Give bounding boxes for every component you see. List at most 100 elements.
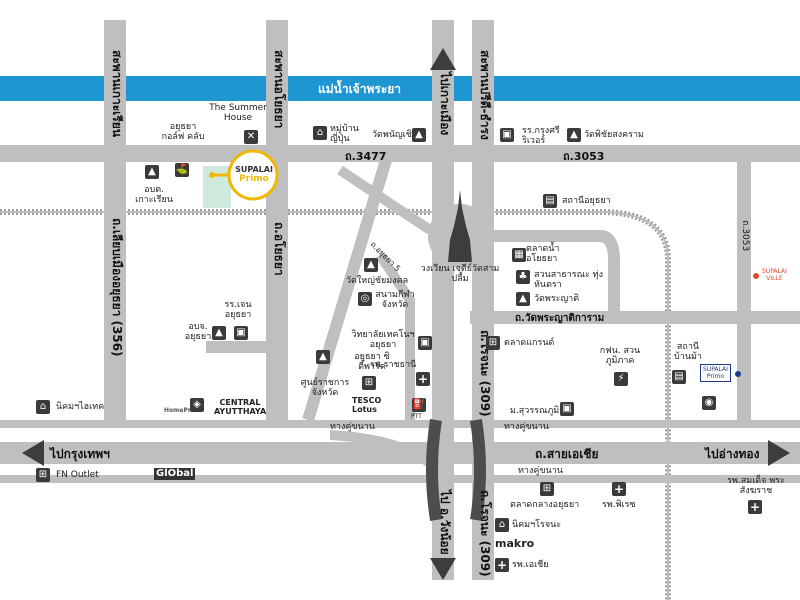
- rojana-estate-label: นิคมฯโรจนะ: [512, 520, 562, 530]
- road-rojana-n-label: ถ.โรจนะ (309): [478, 330, 492, 417]
- factory-icon: ⌂: [495, 518, 509, 532]
- ratchathani-label: รพ.ราชธานี: [370, 360, 417, 370]
- government-icon: ▲: [212, 326, 226, 340]
- museum-icon: ▲: [145, 165, 159, 179]
- road-liap-label: ถ.เลียบเมืองอยุธยา (356): [110, 218, 124, 357]
- wat-phananchoeng-label: วัดพนัญเชิง: [372, 130, 417, 140]
- temple-icon: ▲: [567, 128, 581, 142]
- market-icon: ▦: [512, 248, 526, 262]
- arrow-up-icon: [430, 48, 456, 70]
- global-label: GlObal: [154, 468, 196, 480]
- obj-ayutthaya-label: อบจ. อยุธยา: [184, 322, 212, 343]
- gas-pump-icon: ⛽: [412, 398, 426, 412]
- chedi-icon: [448, 190, 472, 262]
- arrow-right-icon: [768, 440, 790, 466]
- supalai-primo-logo: SUPALAI Primo: [235, 165, 273, 184]
- hospital-icon: +: [612, 482, 626, 496]
- direction-angthong: ไปอ่างทอง: [705, 447, 760, 461]
- golf-label: อยุธยา กอล์ฟ คลับ: [161, 122, 205, 143]
- chao-phraya-river: [0, 76, 800, 101]
- power-station-label: กฟน. สวนภูมิภาค: [599, 346, 641, 367]
- arrow-left-icon: [22, 440, 44, 466]
- river-label: แม่น้ำเจ้าพระยา: [318, 82, 402, 96]
- road-asia-label: ถ.สายเอเชีย: [535, 447, 599, 461]
- chedi-label: วงเวียน เจดีย์วัดสามปลื้ม: [420, 264, 500, 285]
- road-uthong-label: ถ.อโยธยา: [272, 222, 286, 276]
- supalai-ville-logo: SUPALAI VILLE: [762, 268, 787, 282]
- shopping-cart-icon: ⊞: [486, 336, 500, 350]
- talad-grand-label: ตลาดแกรนด์: [504, 338, 555, 348]
- kaeriyan-office-label: อบต. เกาะเรียน: [135, 185, 173, 206]
- temple-icon: ▲: [364, 258, 378, 272]
- krungsri-river-label: รร.กรุงศรี ริเวอร์: [522, 126, 560, 147]
- stadium-icon: ◎: [358, 292, 372, 306]
- asia-hospital-label: รพ.เอเชีย: [512, 560, 549, 570]
- homepro-label: HomePro: [164, 407, 195, 414]
- shopping-cart-icon: ⊞: [540, 482, 554, 496]
- kudun-label-2: ทางคู่ขนาน: [504, 422, 549, 432]
- train-icon: ▤: [672, 370, 686, 384]
- road-rojana-s-label: ถ.โรจนะ (309): [478, 490, 492, 577]
- direction-bangkok: ไปกรุงเทพฯ: [50, 447, 110, 461]
- wat-phrayat-label: วัดพระญาติ: [534, 294, 580, 304]
- hospital-icon: +: [748, 500, 762, 514]
- bridge-ayothaya-label: สะพานอโยธยา: [272, 50, 286, 129]
- ptt-label: PTT: [411, 413, 422, 420]
- diagonal-roads: [302, 158, 620, 483]
- bridge-kaeriyan-label: สะพานเกาะเรียน: [110, 50, 124, 137]
- sukhothai-uni-label: ม.สุวรรณภูมิ: [510, 406, 560, 416]
- gov-center-label: ศูนย์ราชการ จังหวัด: [300, 378, 350, 399]
- store-icon: ◈: [190, 398, 204, 412]
- highway-overpass: [426, 419, 486, 521]
- tesco-label: TESCO Lotus: [352, 396, 382, 415]
- fn-outlet-label: FN Outlet: [56, 470, 99, 480]
- kudun-label-1: ทางคู่ขนาน: [330, 422, 375, 432]
- supalai-ville-marker: [753, 273, 759, 279]
- supalai-pin-icon: [209, 149, 279, 201]
- bridge-pridi-label: สะพานปรีดี-ธำรง: [478, 50, 492, 140]
- golf-icon: ⛳: [175, 163, 189, 177]
- hospital-icon: +: [416, 372, 430, 386]
- central-label: CENTRAL AYUTTHAYA: [214, 398, 267, 417]
- gas-pump-icon: ◉: [702, 396, 716, 410]
- school-icon: ▣: [560, 402, 574, 416]
- school-icon: ▣: [234, 326, 248, 340]
- school-icon: ▣: [418, 336, 432, 350]
- direction-arrows: [22, 48, 790, 580]
- road-3053-v-label: ถ.3053: [740, 220, 750, 252]
- tech-college-label: วิทยาลัยเทคโนฯ อยุธยา: [351, 330, 415, 351]
- makro-label: makro: [495, 537, 535, 550]
- wat-yai-label: วัดใหญ่ชัยมงคล: [346, 276, 409, 286]
- train-icon: ▤: [543, 194, 557, 208]
- direction-bang-pa-in: ไปเกาะเมือง: [438, 72, 452, 136]
- shopping-cart-icon: ⊞: [362, 376, 376, 390]
- restaurant-icon: ✕: [244, 130, 258, 144]
- hi-tech-label: นิคมฯไฮเทค: [56, 402, 105, 412]
- road-watpra-label: ถ.วัดพระญาติการาม: [515, 313, 605, 324]
- summer-house-label: The Summer House: [209, 103, 267, 124]
- supalai-primo-marker: [735, 371, 741, 377]
- road-3053-label: ถ.3053: [563, 150, 605, 163]
- temple-icon: ▲: [412, 128, 426, 142]
- house-icon: ⌂: [313, 126, 327, 140]
- railway: [0, 209, 671, 600]
- city-park-label: อยุธยา ซิตี้พาร์ค: [354, 352, 390, 373]
- project-site-area: [203, 166, 231, 208]
- ban-ma-station-label: สถานี บ้านม้า: [674, 342, 702, 363]
- phi-hospital-label: รพ.พิเรซ: [602, 500, 636, 510]
- temple-icon: ▲: [516, 292, 530, 306]
- talad-klang-label: ตลาดกลางอยุธยา: [510, 500, 580, 510]
- wat-phichai-label: วัดพิชัยสงคราม: [584, 130, 644, 140]
- stadium-label: สนามกีฬา จังหวัด: [375, 290, 415, 311]
- somdet-hospital-label: รพ.สมเด็จ พระสังฆราช: [727, 476, 785, 497]
- rr-chen-label: รร.เจน อยุธยา: [224, 300, 252, 321]
- ayutthaya-station-label: สถานีอยุธยา: [562, 196, 611, 206]
- power-icon: ⚡: [614, 372, 628, 386]
- government-icon: ▲: [316, 350, 330, 364]
- factory-icon: ⌂: [36, 400, 50, 414]
- shopping-cart-icon: ⊞: [36, 468, 50, 482]
- supalai-primo-small-logo: SUPALAI Primo: [700, 364, 731, 382]
- public-park-label: สวนสาธารณะ ทุ่งหันตรา: [534, 270, 603, 291]
- yu-nipon-label: หมู่บ้าน ญี่ปุ่น: [330, 124, 359, 145]
